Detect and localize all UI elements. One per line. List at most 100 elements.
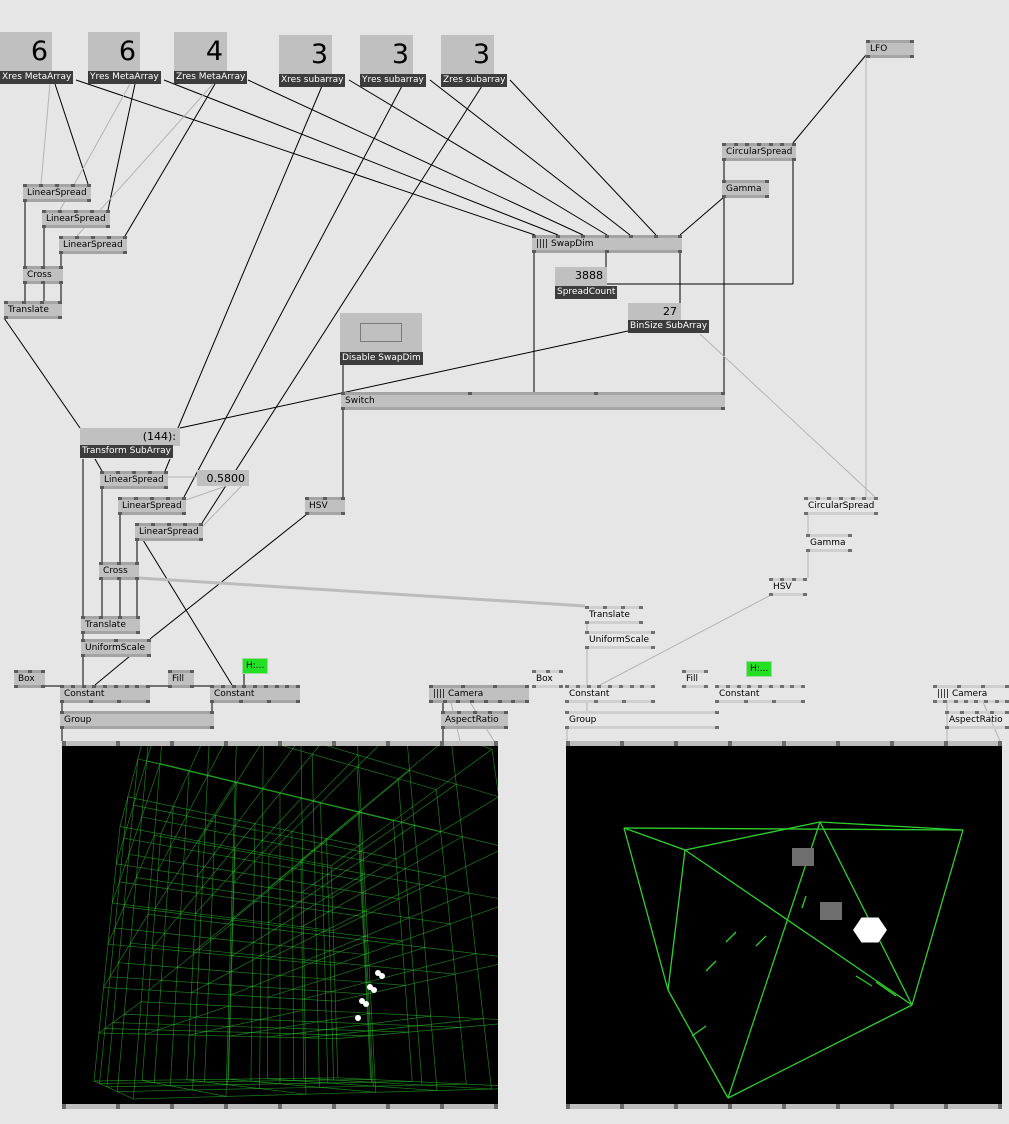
pin[interactable]: [566, 1104, 570, 1109]
pin[interactable]: [231, 685, 236, 688]
pin[interactable]: [441, 726, 445, 729]
pin[interactable]: [41, 685, 45, 688]
pin[interactable]: [58, 210, 62, 213]
pin[interactable]: [134, 497, 138, 500]
pin[interactable]: [440, 741, 444, 746]
pin[interactable]: [1005, 726, 1009, 729]
pin[interactable]: [765, 195, 769, 198]
pin[interactable]: [757, 143, 761, 146]
pin[interactable]: [87, 184, 91, 187]
pin[interactable]: [621, 606, 625, 609]
pin[interactable]: [441, 711, 445, 714]
pin[interactable]: [933, 685, 937, 688]
pin[interactable]: [135, 685, 140, 688]
pin[interactable]: [59, 251, 63, 254]
pin[interactable]: [22, 301, 26, 304]
pin[interactable]: [728, 1104, 732, 1109]
pin[interactable]: [780, 578, 785, 581]
pin[interactable]: [747, 685, 752, 688]
pin[interactable]: [765, 180, 769, 183]
node-circularspread[interactable]: CircularSpread: [722, 143, 796, 161]
pin[interactable]: [456, 711, 461, 714]
pin[interactable]: [772, 700, 777, 703]
pin[interactable]: [55, 184, 59, 187]
pin[interactable]: [545, 670, 550, 673]
pin[interactable]: [722, 195, 726, 198]
color-iobox[interactable]: H:...: [746, 661, 773, 677]
pin[interactable]: [603, 606, 607, 609]
pin[interactable]: [100, 471, 104, 474]
pin[interactable]: [639, 606, 643, 609]
pin[interactable]: [728, 741, 732, 746]
pin[interactable]: [801, 685, 805, 688]
pin[interactable]: [585, 606, 589, 609]
iobox-value-zres-subarray[interactable]: 3: [441, 35, 494, 75]
pin[interactable]: [725, 685, 730, 688]
pin[interactable]: [81, 616, 85, 619]
pin[interactable]: [866, 40, 870, 43]
pin[interactable]: [296, 685, 300, 688]
pin[interactable]: [836, 741, 840, 746]
pin[interactable]: [715, 685, 719, 688]
node-lfo[interactable]: LFO: [866, 40, 914, 58]
pin[interactable]: [90, 210, 94, 213]
iobox-value-yres-subarray[interactable]: 3: [360, 35, 413, 75]
pin[interactable]: [782, 741, 786, 746]
pin[interactable]: [827, 497, 832, 500]
pin[interactable]: [59, 281, 63, 284]
pin[interactable]: [815, 497, 820, 500]
pin[interactable]: [594, 392, 599, 395]
node-fill[interactable]: Fill: [682, 670, 708, 688]
pin[interactable]: [60, 711, 64, 714]
pin[interactable]: [678, 235, 682, 238]
pin[interactable]: [792, 158, 796, 161]
pin[interactable]: [113, 685, 118, 688]
pin[interactable]: [429, 685, 433, 688]
pin[interactable]: [715, 726, 719, 729]
pin[interactable]: [565, 711, 569, 714]
pin[interactable]: [682, 670, 686, 673]
pin[interactable]: [210, 685, 214, 688]
pin[interactable]: [341, 407, 345, 410]
pin[interactable]: [472, 711, 477, 714]
node-constant[interactable]: Constant: [565, 685, 655, 703]
pin[interactable]: [59, 236, 63, 239]
pin[interactable]: [305, 512, 309, 515]
pin[interactable]: [99, 562, 103, 565]
pin[interactable]: [461, 685, 465, 688]
pin[interactable]: [40, 301, 44, 304]
pin[interactable]: [745, 143, 750, 146]
node-camera[interactable]: |||| Camera: [429, 685, 529, 703]
pin[interactable]: [504, 726, 508, 729]
pin[interactable]: [779, 685, 784, 688]
pin[interactable]: [147, 639, 151, 642]
node-box[interactable]: Box: [532, 670, 563, 688]
pin[interactable]: [220, 685, 225, 688]
pin[interactable]: [848, 534, 852, 537]
pin[interactable]: [116, 471, 120, 474]
pin[interactable]: [960, 711, 964, 714]
node-swapdim[interactable]: |||| SwapDim: [532, 235, 682, 253]
pin[interactable]: [62, 741, 66, 746]
renderer-left[interactable]: [62, 637, 541, 1104]
pin[interactable]: [136, 616, 140, 619]
node-linearspread[interactable]: LinearSpread: [118, 497, 186, 515]
pin[interactable]: [532, 250, 536, 253]
pin[interactable]: [123, 251, 127, 254]
pin[interactable]: [167, 523, 171, 526]
node-linearspread[interactable]: LinearSpread: [42, 210, 110, 228]
pin[interactable]: [585, 631, 589, 634]
pin[interactable]: [605, 235, 609, 238]
pin[interactable]: [511, 700, 516, 703]
pin[interactable]: [135, 577, 139, 580]
iobox-value-xres-subarray[interactable]: 3: [279, 35, 332, 75]
pin[interactable]: [704, 685, 708, 688]
pin[interactable]: [565, 726, 569, 729]
pin[interactable]: [981, 685, 985, 688]
pin[interactable]: [532, 670, 536, 673]
pin[interactable]: [736, 685, 741, 688]
disable-swapdim-toggle[interactable]: [340, 313, 422, 353]
pin[interactable]: [608, 685, 612, 688]
pin[interactable]: [166, 497, 170, 500]
pin[interactable]: [117, 700, 122, 703]
